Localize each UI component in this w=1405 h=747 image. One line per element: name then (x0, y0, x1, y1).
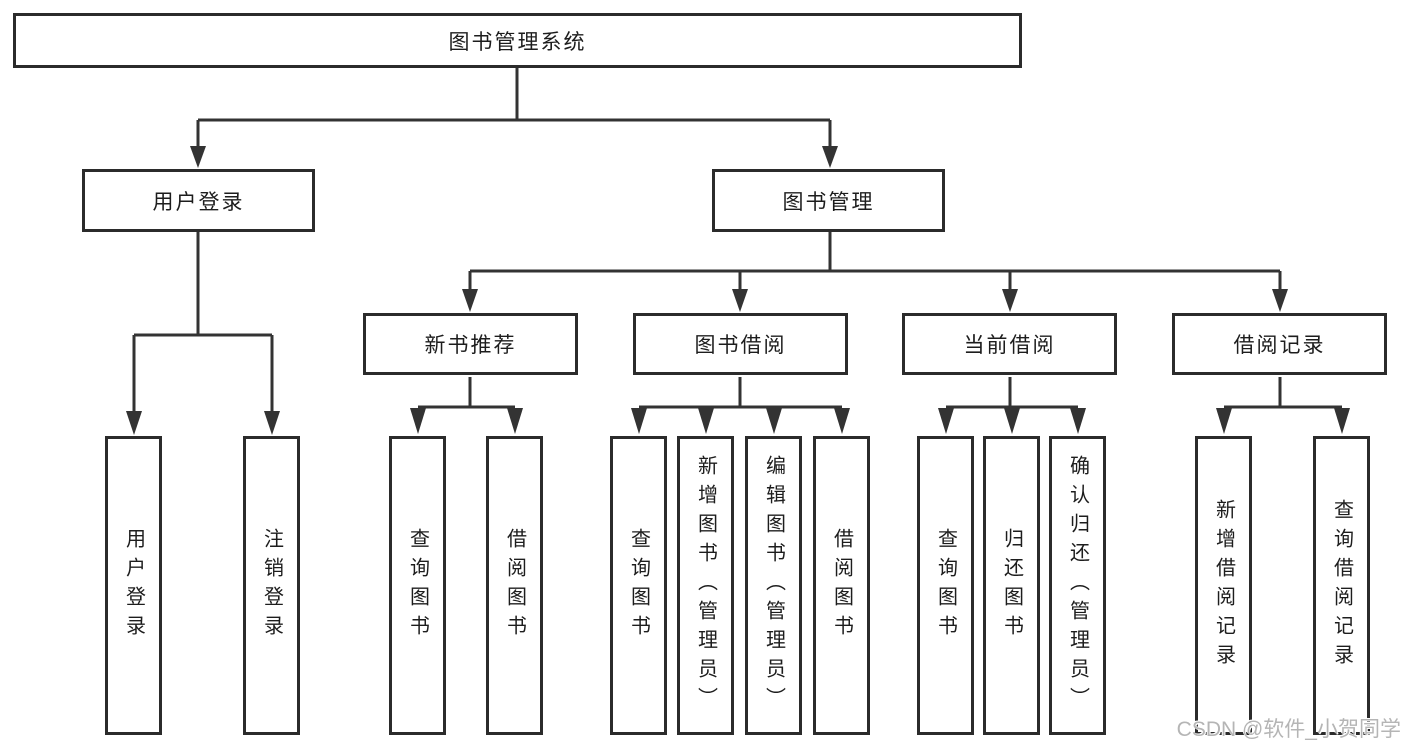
node-user-login-label: 用户登录 (152, 190, 245, 214)
connector-book-management-to-level3 (462, 232, 1288, 312)
connector-user-login-to-leaves (126, 232, 280, 435)
connector-borrowing-records-to-leaves (1216, 377, 1350, 434)
leaf-bb-add-books-admin: 新增图书（管理员） (677, 436, 734, 735)
connector-root-to-level2 (190, 68, 838, 168)
node-root-label: 图书管理系统 (448, 30, 587, 54)
node-current-borrowing-label: 当前借阅 (963, 334, 1056, 357)
leaf-br-query-record: 查询借阅记录 (1313, 436, 1370, 735)
leaf-bb-edit-books-admin: 编辑图书（管理员） (745, 436, 802, 735)
node-book-borrowing: 图书借阅 (633, 313, 848, 375)
node-user-login: 用户登录 (82, 169, 315, 232)
leaf-logout: 注销登录 (243, 436, 300, 735)
leaf-bb-borrow-books-label: 借阅图书 (830, 527, 853, 644)
leaf-br-add-record: 新增借阅记录 (1195, 436, 1252, 735)
leaf-cb-return-books: 归还图书 (983, 436, 1040, 735)
leaf-bb-query-books: 查询图书 (610, 436, 667, 735)
leaf-nbr-query-books-label: 查询图书 (406, 527, 429, 644)
leaf-cb-query-books: 查询图书 (917, 436, 974, 735)
node-current-borrowing: 当前借阅 (902, 313, 1117, 375)
connector-current-borrowing-to-leaves (938, 377, 1086, 434)
node-borrowing-records: 借阅记录 (1172, 313, 1387, 375)
connector-new-book-recommend-to-leaves (410, 377, 523, 434)
node-root: 图书管理系统 (13, 13, 1022, 68)
leaf-logout-label: 注销登录 (260, 527, 283, 644)
node-borrowing-records-label: 借阅记录 (1233, 334, 1326, 357)
leaf-bb-borrow-books: 借阅图书 (813, 436, 870, 735)
node-book-management: 图书管理 (712, 169, 945, 232)
leaf-cb-confirm-return-admin: 确认归还（管理员） (1049, 436, 1106, 735)
csdn-watermark: CSDN @软件_小贺同学 (1176, 718, 1401, 741)
leaf-nbr-borrow-books-label: 借阅图书 (503, 527, 526, 644)
leaf-bb-add-books-admin-label: 新增图书（管理员） (694, 455, 717, 716)
connector-book-borrowing-to-leaves (631, 377, 850, 434)
node-new-book-recommend-label: 新书推荐 (424, 334, 517, 357)
leaf-nbr-query-books: 查询图书 (389, 436, 446, 735)
leaf-nbr-borrow-books: 借阅图书 (486, 436, 543, 735)
leaf-br-add-record-label: 新增借阅记录 (1212, 498, 1235, 673)
leaf-cb-query-books-label: 查询图书 (934, 527, 957, 644)
leaf-br-query-record-label: 查询借阅记录 (1330, 498, 1353, 673)
leaf-bb-edit-books-admin-label: 编辑图书（管理员） (762, 455, 785, 716)
leaf-bb-query-books-label: 查询图书 (627, 527, 650, 644)
leaf-user-login-label: 用户登录 (122, 527, 145, 644)
leaf-cb-return-books-label: 归还图书 (1000, 527, 1023, 644)
leaf-cb-confirm-return-admin-label: 确认归还（管理员） (1066, 455, 1089, 716)
node-book-borrowing-label: 图书借阅 (694, 334, 787, 357)
node-new-book-recommend: 新书推荐 (363, 313, 578, 375)
node-book-management-label: 图书管理 (782, 190, 875, 214)
leaf-user-login: 用户登录 (105, 436, 162, 735)
